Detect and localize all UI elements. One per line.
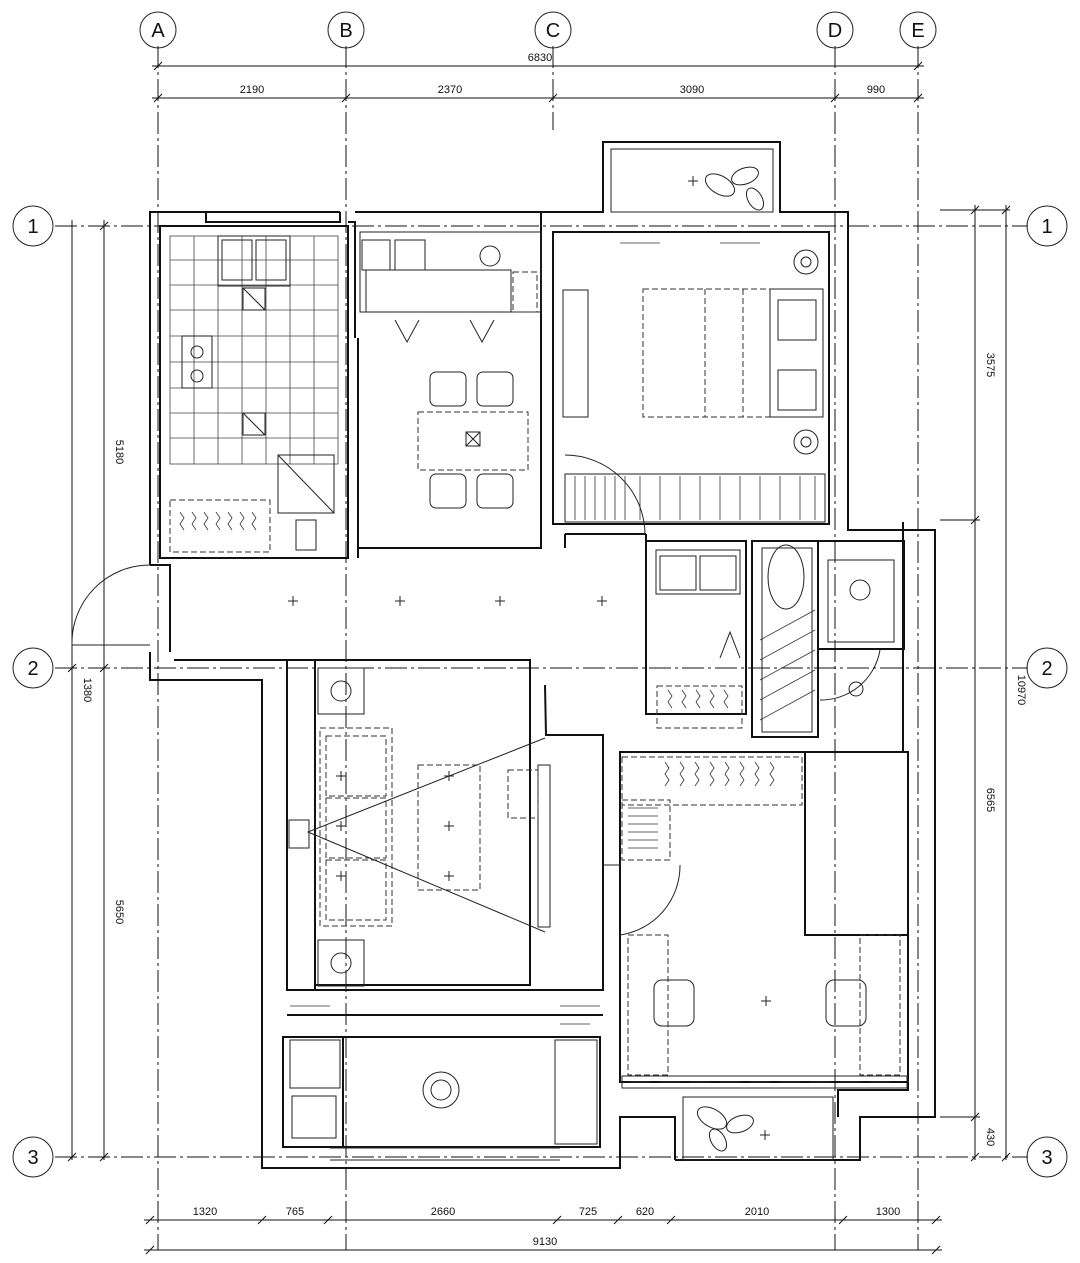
- svg-text:725: 725: [579, 1206, 597, 1218]
- projector-beam: [288, 737, 546, 933]
- second-bedroom-windowsill: [621, 1075, 908, 1089]
- bedroom-wardrobe: [564, 454, 826, 535]
- svg-text:1300: 1300: [876, 1206, 900, 1218]
- kitchen-tile-grid: [169, 235, 339, 514]
- kitchen-storage: [169, 499, 317, 553]
- exterior-walls: [149, 141, 936, 1169]
- svg-text:1380: 1380: [81, 678, 93, 702]
- corridor-lights: [288, 596, 607, 606]
- south-balcony: [682, 1096, 834, 1161]
- svg-text:5180: 5180: [113, 440, 125, 464]
- svg-text:1: 1: [27, 216, 38, 238]
- axis-bubble-c: C: [534, 11, 572, 49]
- bath-closet: [656, 685, 743, 729]
- living-balcony: [289, 1039, 598, 1161]
- svg-text:2: 2: [1041, 658, 1052, 680]
- master-bed: [642, 249, 824, 455]
- svg-text:3: 3: [1041, 1147, 1052, 1169]
- svg-text:9130: 9130: [533, 1236, 557, 1248]
- top-dimension-total: 6830: [152, 52, 924, 71]
- bedroom-tv-unit: [562, 289, 589, 418]
- right-dimension-chain: 3575 6565 10970 430: [940, 205, 1027, 1162]
- entry-door: [71, 564, 151, 646]
- svg-text:3090: 3090: [680, 84, 704, 96]
- coffee-table: [417, 764, 481, 891]
- svg-text:5650: 5650: [113, 900, 125, 924]
- second-bedroom-door: [603, 864, 681, 936]
- dining-chair: [476, 371, 514, 407]
- left-dimension-chain: 5180 1380 5650: [67, 220, 125, 1162]
- svg-text:430: 430: [984, 1128, 996, 1146]
- svg-text:D: D: [828, 20, 842, 42]
- bathroom-fixtures: [655, 544, 895, 733]
- study-desks: [627, 934, 901, 1076]
- tv-cabinet: [507, 764, 551, 928]
- north-balcony-plants: [688, 166, 765, 211]
- dining-chair: [429, 371, 467, 407]
- svg-text:1320: 1320: [193, 1206, 217, 1218]
- svg-text:2190: 2190: [240, 84, 264, 96]
- svg-text:A: A: [151, 20, 165, 42]
- living-lights: [336, 771, 454, 881]
- axis-bubble-e: E: [899, 11, 937, 49]
- svg-text:1: 1: [1041, 216, 1052, 238]
- side-table-bottom: [317, 939, 365, 987]
- bottom-dimension-segments: 1320 765 2660 725 620 2010 1300: [144, 1206, 942, 1225]
- axis-bubble-b: B: [327, 11, 365, 49]
- second-bedroom-closet: [621, 756, 803, 861]
- axis-grid: [55, 46, 1028, 1250]
- svg-text:2660: 2660: [431, 1206, 455, 1218]
- axis-bubble-d: D: [816, 11, 854, 49]
- svg-text:E: E: [911, 20, 924, 42]
- svg-text:765: 765: [286, 1206, 304, 1218]
- living-sofa: [319, 727, 393, 927]
- dining-chair: [476, 473, 514, 509]
- svg-text:B: B: [339, 20, 352, 42]
- svg-text:10970: 10970: [1015, 675, 1027, 706]
- axis-bubble-1-left: 1: [12, 205, 54, 247]
- axis-bubble-2-right: 2: [1026, 647, 1068, 689]
- axis-bubble-2-left: 2: [12, 647, 54, 689]
- svg-text:990: 990: [867, 84, 885, 96]
- svg-text:620: 620: [636, 1206, 654, 1218]
- svg-text:2010: 2010: [745, 1206, 769, 1218]
- axis-bubble-a: A: [139, 11, 177, 49]
- svg-text:2370: 2370: [438, 84, 462, 96]
- dining-counter: [359, 231, 542, 344]
- svg-text:6830: 6830: [528, 52, 552, 64]
- interior-walls: [174, 533, 909, 1148]
- axis-bubble-3-right: 3: [1026, 1136, 1068, 1178]
- bottom-dimension-total: 9130: [144, 1236, 942, 1255]
- svg-text:3: 3: [27, 1147, 38, 1169]
- svg-text:2: 2: [27, 658, 38, 680]
- dining-table: [417, 411, 529, 471]
- window-markers: [290, 242, 760, 1025]
- svg-text:6565: 6565: [984, 788, 996, 812]
- axis-bubble-1-right: 1: [1026, 205, 1068, 247]
- svg-text:3575: 3575: [984, 353, 996, 377]
- side-table-top: [317, 667, 365, 715]
- dining-chair: [429, 473, 467, 509]
- top-dimension-segments: 2190 2370 3090 990: [152, 84, 924, 103]
- axis-bubble-3-left: 3: [12, 1136, 54, 1178]
- svg-text:C: C: [546, 20, 560, 42]
